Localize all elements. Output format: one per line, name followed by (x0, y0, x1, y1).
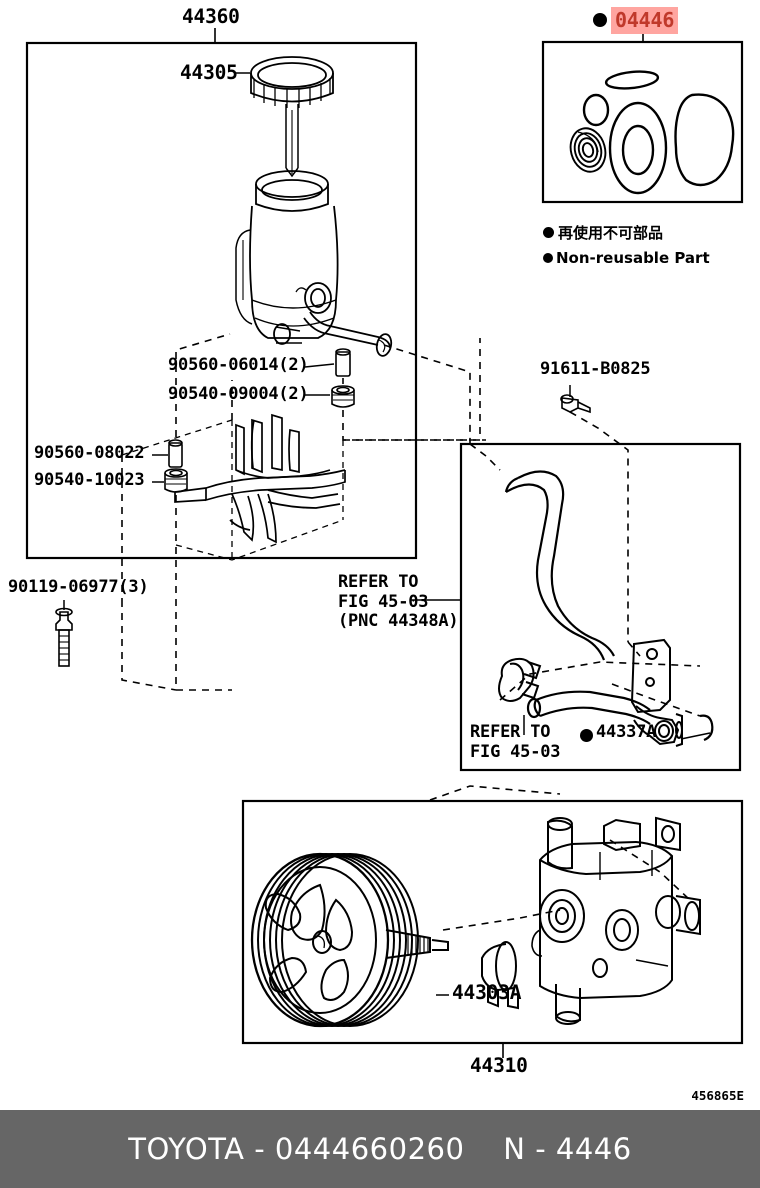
hose-drawing (504, 470, 651, 725)
reservoir-bracket-drawing (174, 413, 346, 544)
box-pump-assembly (241, 799, 744, 1045)
label-90560-08022: 90560-08022 (34, 443, 145, 463)
label-90119-06977: 90119-06977(3) (8, 577, 149, 597)
legend-text-english: Non-reusable Part (556, 249, 710, 267)
label-44310: 44310 (470, 1054, 528, 1077)
legend-row-japanese: 再使用不可部品 (543, 222, 760, 242)
label-04446-highlight[interactable]: 04446 (611, 7, 679, 34)
corner-code: 456865E (691, 1088, 744, 1103)
reservoir-drawing (235, 56, 393, 357)
label-44305: 44305 (180, 61, 238, 84)
diagram-canvas (25, 27, 744, 1058)
footer-text: TOYOTA - 0444660260 N - 4446 (128, 1132, 632, 1166)
pump-body-drawing (481, 816, 701, 1025)
label-44337A: 44337A (596, 722, 657, 742)
non-reusable-bullet-04446 (593, 13, 607, 27)
grommet-parts-drawing (55, 348, 591, 667)
pulley-drawing (250, 852, 449, 1028)
footer-bar: TOYOTA - 0444660260 N - 4446 (0, 1110, 760, 1188)
label-90540-09004: 90540-09004(2) (168, 384, 309, 404)
non-reusable-bullet-44337a (580, 729, 593, 742)
label-refer-fig4503-clamp: REFER TO FIG 45-03 (470, 722, 561, 762)
label-91611-B0825: 91611-B0825 (540, 359, 651, 379)
legend-bullet-icon (543, 226, 554, 238)
parts-diagram: 44360 04446 44305 90560-06014(2) 90540-0… (8, 5, 760, 1103)
legend-bullet-icon-2 (543, 253, 553, 263)
legend: 再使用不可部品 Non-reusable Part (543, 222, 760, 274)
seal-kit-drawing (569, 70, 735, 195)
bracket-dashed-outline (121, 419, 344, 561)
hose-clamp-drawing (498, 657, 542, 702)
pump-fitting-drawing (630, 638, 714, 747)
box-reservoir-assembly (25, 41, 418, 560)
legend-text-japanese: 再使用不可部品 (558, 223, 664, 242)
label-90540-10023: 90540-10023 (34, 470, 145, 490)
label-leaders (63, 72, 711, 996)
label-90560-06014: 90560-06014(2) (168, 355, 309, 375)
box-seal-kit (541, 40, 744, 204)
label-44303A: 44303A (452, 981, 522, 1004)
legend-row-english: Non-reusable Part (543, 248, 760, 268)
box-hose-group (459, 442, 742, 772)
label-refer-fig4503-hose: REFER TO FIG 45-03 (PNC 44348A) (338, 572, 459, 632)
label-44360: 44360 (182, 5, 240, 28)
